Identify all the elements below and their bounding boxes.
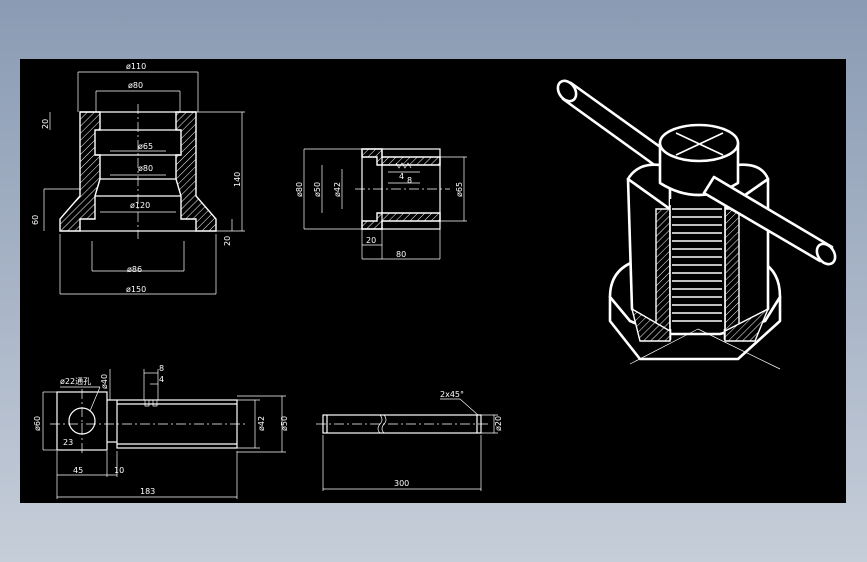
dim-screw-d42: ø42 — [257, 416, 266, 431]
nut-section-view: ø80 ø50 ø42 ø65 4 8 20 80 — [295, 148, 467, 260]
dim-screw-10: 10 — [114, 466, 124, 475]
nut-upper-wall — [361, 148, 441, 166]
dim-screw-d60: ø60 — [33, 416, 42, 431]
dim-chamfer: 2x45° — [440, 390, 464, 399]
dim-screw-8: 8 — [159, 364, 164, 373]
base-left-wall — [59, 111, 101, 232]
dim-d86: ø86 — [127, 265, 142, 274]
dim-screw-d50: ø50 — [280, 416, 289, 431]
dim-screw-4: 4 — [159, 375, 164, 384]
base-right-wall — [175, 111, 217, 232]
dim-d80-top: ø80 — [128, 81, 143, 90]
dim-d110: ø110 — [126, 62, 146, 71]
screw-view: ø22通孔 ø40 ø60 ø42 ø50 8 4 23 45 10 183 — [33, 364, 289, 499]
dim-nut-20: 20 — [366, 236, 376, 245]
isometric-assembly — [556, 79, 837, 370]
dim-nut-8: 8 — [407, 176, 412, 185]
dim-nut-d42: ø42 — [333, 182, 342, 197]
dim-bar-d20: ø20 — [494, 416, 503, 431]
dim-h140: 140 — [233, 172, 242, 187]
dim-d120: ø120 — [130, 201, 150, 210]
dim-screw-d40: ø40 — [100, 374, 109, 389]
dim-h20-foot: 20 — [223, 236, 232, 246]
dim-screw-183: 183 — [140, 487, 155, 496]
dim-nut-d65: ø65 — [455, 182, 464, 197]
bar-view: 2x45° ø20 300 — [316, 390, 503, 491]
drawing-canvas: ø110 ø80 ø65 ø80 ø120 ø86 ø150 20 140 60… — [20, 59, 846, 503]
dim-nut-d50: ø50 — [313, 182, 322, 197]
dim-d150: ø150 — [126, 285, 146, 294]
dim-d80-mid: ø80 — [138, 164, 153, 173]
dim-nut-4: 4 — [399, 172, 404, 181]
dim-screw-45: 45 — [73, 466, 83, 475]
dim-screw-23: 23 — [63, 438, 73, 447]
base-section-view: ø110 ø80 ø65 ø80 ø120 ø86 ø150 20 140 60… — [31, 62, 245, 295]
dim-h20-top: 20 — [41, 119, 50, 129]
dim-bar-300: 300 — [394, 479, 409, 488]
dim-nut-d80: ø80 — [295, 182, 304, 197]
dim-hole-note: ø22通孔 — [60, 376, 91, 386]
dim-nut-80: 80 — [396, 250, 406, 259]
dim-d65: ø65 — [138, 142, 153, 151]
cad-drawing: ø110 ø80 ø65 ø80 ø120 ø86 ø150 20 140 60… — [31, 62, 837, 499]
dim-h60: 60 — [31, 215, 40, 225]
screw-threads — [669, 199, 726, 329]
nut-lower-wall — [361, 212, 441, 230]
